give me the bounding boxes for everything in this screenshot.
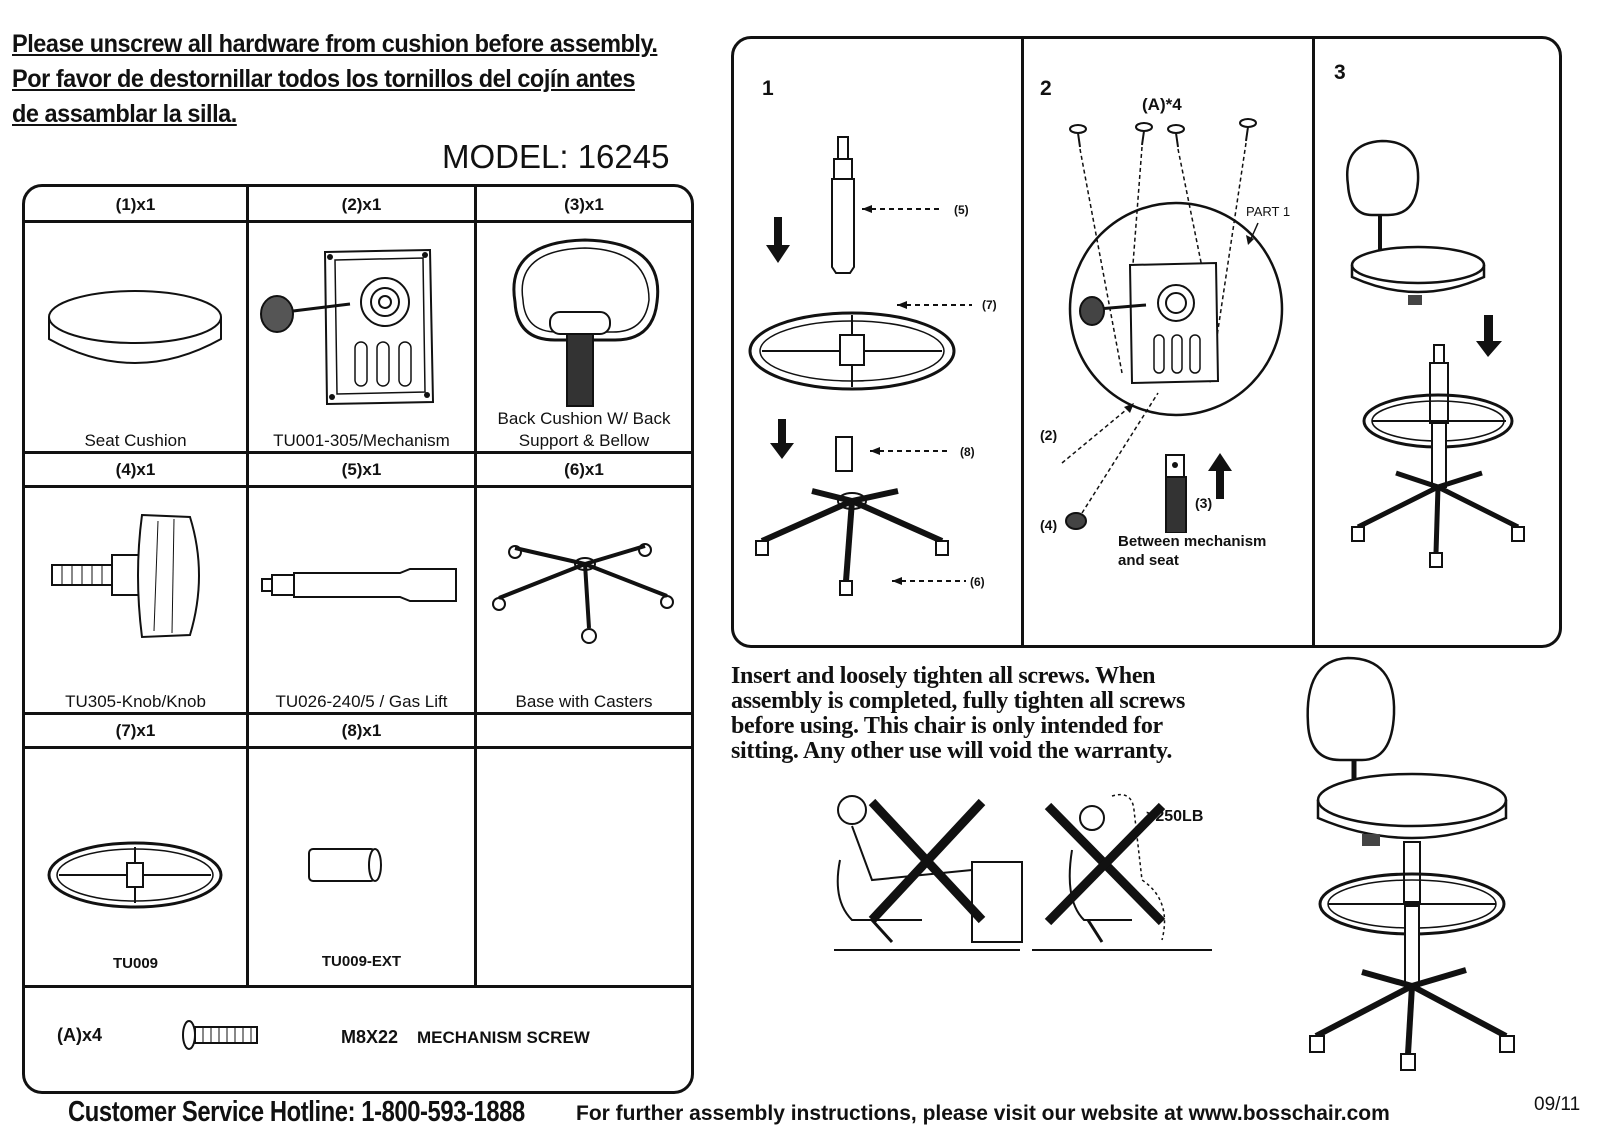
part-4-qty: (4)x1	[115, 460, 156, 479]
extension-icon	[308, 848, 382, 882]
warning-line-3: before using. This chair is only intende…	[731, 713, 1163, 739]
header-line-2: Por favor de destornillar todos los torn…	[12, 65, 635, 93]
part-2-label: TU001-305/Mechanism	[273, 431, 450, 450]
step-1-callout-5: (5)	[954, 203, 969, 217]
step-2-note-line-1: Between mechanism	[1118, 533, 1267, 550]
parts-list-box: (1)x1 (2)x1 (3)x1 Seat Cushion TU001-305…	[22, 184, 694, 1094]
website-note: For further assembly instructions, pleas…	[576, 1102, 1390, 1125]
step-2-callout-3: (3)	[1195, 495, 1213, 511]
step-2-callout-2: (2)	[1040, 427, 1058, 443]
assembly-steps-box: 1 (5) (7) (8) (6	[731, 36, 1562, 648]
warning-text: Insert and loosely tighten all screws. W…	[731, 664, 1291, 764]
warning-line-4: sitting. Any other use will void the war…	[731, 738, 1173, 764]
step-2-illustration	[1061, 118, 1284, 533]
misuse-illustration	[834, 793, 1212, 951]
warning-line-2: assembly is completed, fully tighten all…	[731, 688, 1186, 714]
revision-date: 09/11	[1534, 1094, 1581, 1115]
part-1-qty: (1)x1	[115, 195, 156, 214]
mechanism-icon	[260, 248, 435, 406]
seat-cushion-icon	[48, 290, 222, 364]
warning-line-1: Insert and loosely tighten all screws. W…	[731, 663, 1156, 689]
model-number: MODEL: 16245	[442, 138, 670, 175]
part-1-label: Seat Cushion	[84, 431, 187, 450]
part-3-qty: (3)x1	[564, 195, 604, 214]
part-8-qty: (8)x1	[341, 721, 382, 740]
step-1-illustration	[748, 136, 972, 596]
step-3-illustration	[1345, 139, 1525, 568]
part-3-label-line-2: Support & Bellow	[518, 431, 650, 450]
part-8-label: TU009-EXT	[321, 953, 402, 970]
hardware-size: M8X22	[341, 1027, 399, 1047]
part-6-label: Base with Casters	[515, 692, 653, 711]
gas-lift-icon	[261, 568, 457, 602]
weight-limit-label: >250LB	[1146, 808, 1204, 825]
step-2-callout-4: (4)	[1040, 517, 1058, 533]
step-1-number: 1	[762, 77, 774, 100]
part-2-qty: (2)x1	[341, 195, 382, 214]
step-2-note-line-2: and seat	[1118, 552, 1179, 569]
assembled-chair-illustration	[1306, 656, 1515, 1071]
header-line-3: de assamblar la silla.	[12, 100, 237, 128]
back-cushion-icon	[512, 238, 660, 407]
part-7-qty: (7)x1	[115, 721, 156, 740]
part-4-label: TU305-Knob/Knob	[65, 692, 206, 711]
step-1-callout-7: (7)	[982, 298, 997, 312]
knob-icon	[51, 513, 200, 639]
part-7-label: TU009	[112, 955, 159, 972]
step-1-callout-6: (6)	[970, 575, 985, 589]
screw-icon	[182, 1020, 258, 1050]
hardware-qty: (A)x4	[57, 1025, 103, 1045]
step-2-part-label: PART 1	[1246, 204, 1291, 219]
part-3-label-line-1: Back Cushion W/ Back	[497, 409, 671, 428]
step-2-screws: (A)*4	[1142, 95, 1182, 114]
customer-service-hotline: Customer Service Hotline: 1-800-593-1888	[68, 1096, 525, 1128]
part-6-qty: (6)x1	[564, 460, 604, 479]
foot-ring-icon	[47, 841, 223, 909]
step-3-number: 3	[1334, 61, 1346, 84]
step-2-number: 2	[1040, 77, 1052, 100]
base-casters-icon	[492, 543, 674, 644]
part-5-label: TU026-240/5 / Gas Lift	[275, 692, 448, 711]
header-line-1: Please unscrew all hardware from cushion…	[12, 30, 658, 58]
hardware-name: MECHANISM SCREW	[417, 1028, 590, 1047]
part-5-qty: (5)x1	[341, 460, 382, 479]
step-1-callout-8: (8)	[960, 445, 975, 459]
